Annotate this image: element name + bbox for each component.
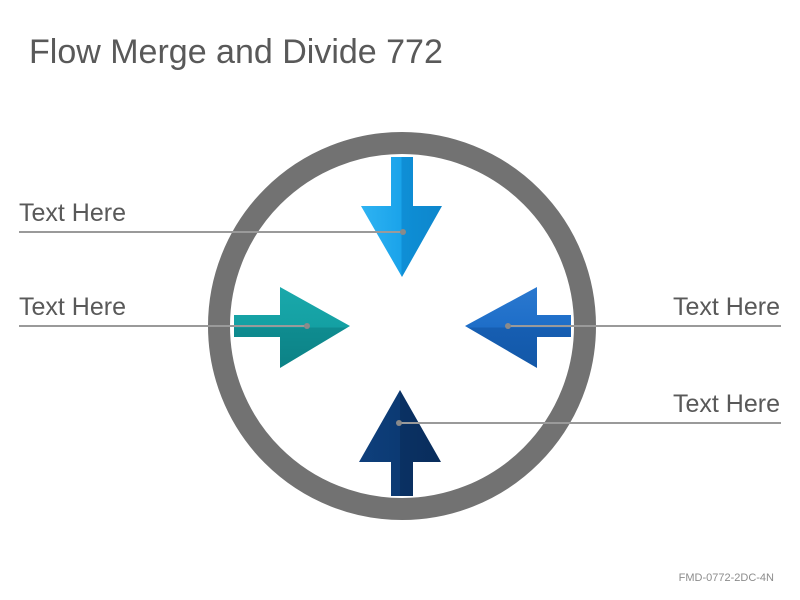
- arrow-left-right: [234, 287, 350, 368]
- page-title: Flow Merge and Divide 772: [29, 33, 443, 71]
- label-bottom-right: Text Here: [673, 390, 780, 418]
- leader-dot-bottom-right: [396, 420, 402, 426]
- leader-dot-top-left: [400, 229, 406, 235]
- leader-dot-mid-right: [505, 323, 511, 329]
- footer-code: FMD-0772-2DC-4N: [678, 572, 774, 584]
- label-mid-left: Text Here: [19, 293, 126, 321]
- arrow-right-left: [465, 287, 571, 368]
- arrow-bottom-up: [359, 390, 441, 496]
- label-mid-right: Text Here: [673, 293, 780, 321]
- arrow-top-down: [361, 157, 442, 277]
- label-top-left: Text Here: [19, 199, 126, 227]
- leader-dot-mid-left: [304, 323, 310, 329]
